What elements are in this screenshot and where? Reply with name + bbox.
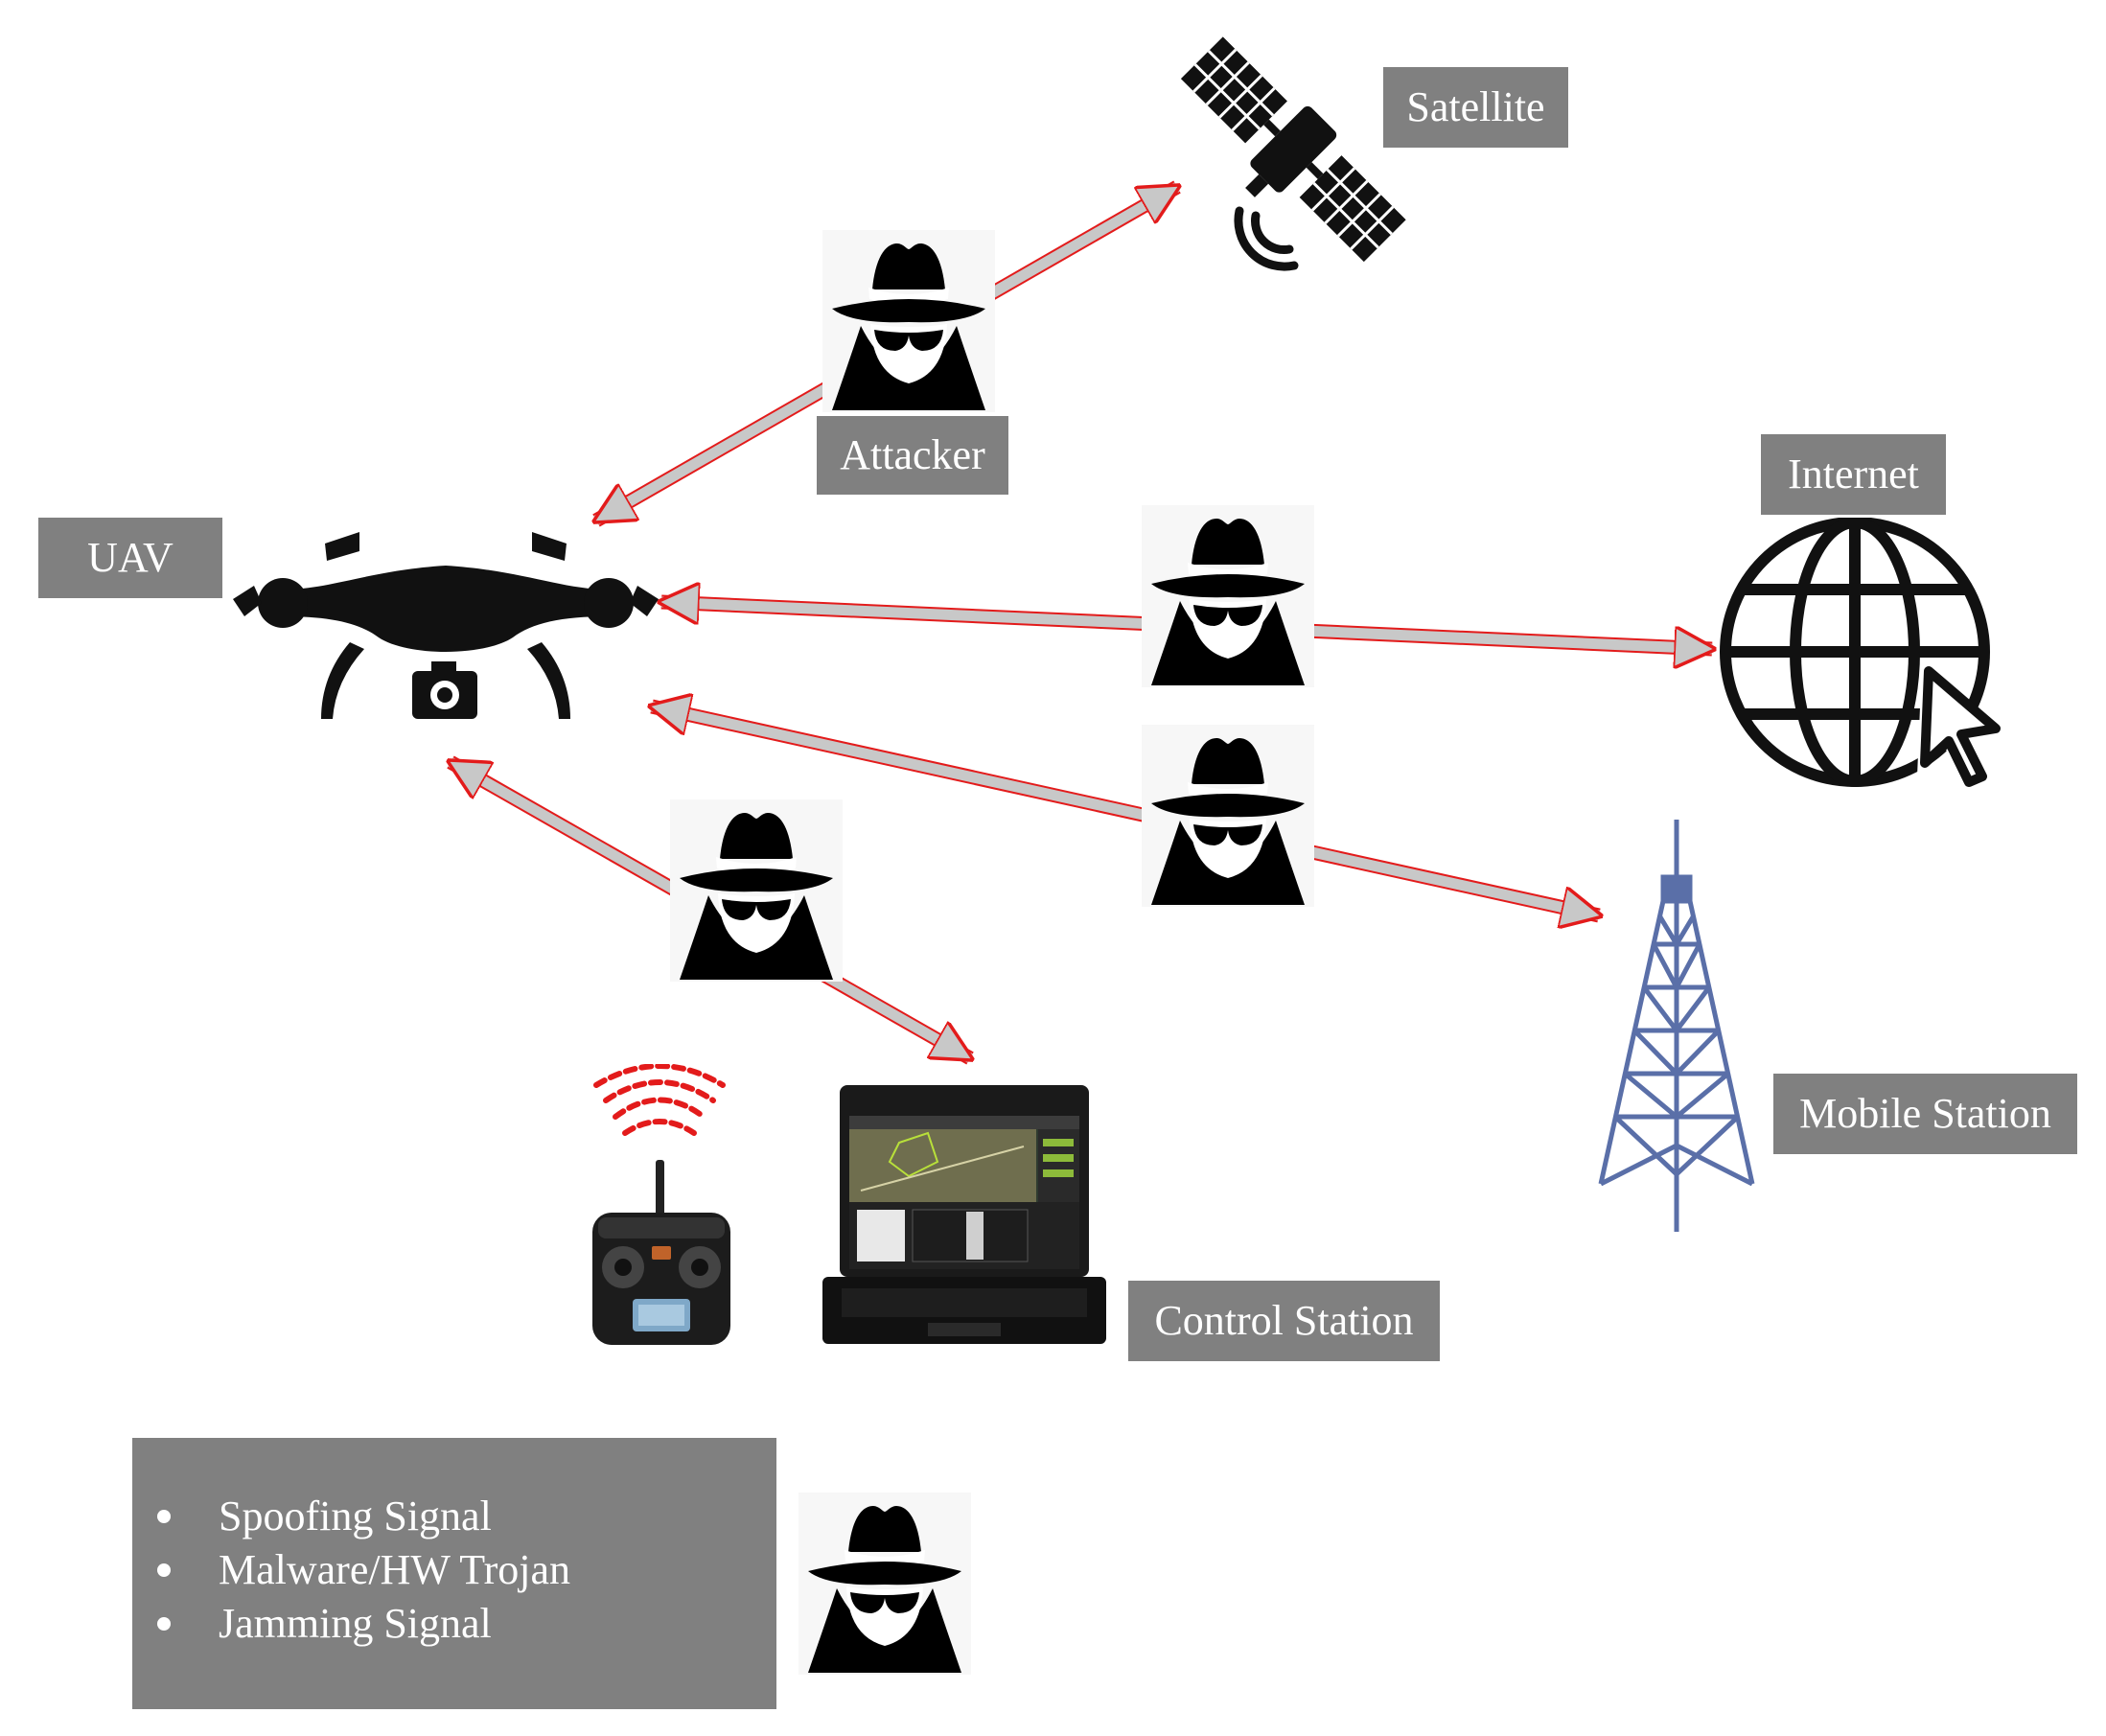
mobile-station-label: Mobile Station — [1773, 1074, 2077, 1154]
laptop-icon — [822, 1085, 1106, 1344]
attacker-icon-internet-link — [1141, 505, 1315, 687]
cell-tower-icon — [1598, 820, 1755, 1232]
attacker-icon-satellite-link — [822, 230, 996, 412]
satellite-label: Satellite — [1383, 67, 1568, 148]
attacker-icon-legend — [798, 1493, 972, 1675]
internet-label: Internet — [1761, 434, 1946, 515]
satellite-icon — [1180, 36, 1406, 271]
control-station-label: Control Station — [1128, 1281, 1440, 1361]
uav-drone-icon — [233, 532, 659, 719]
attacker-icon-mobile-link — [1141, 725, 1315, 907]
legend-item-malware: Malware/HW Trojan — [153, 1543, 570, 1597]
legend-item-jamming: Jamming Signal — [153, 1597, 570, 1651]
arrow-uav-mobile-station — [652, 706, 1599, 915]
globe-cursor-icon — [1720, 518, 2008, 794]
uav-label: UAV — [38, 518, 222, 598]
attacker-label: Attacker — [817, 416, 1008, 495]
legend-item-spoofing: Spoofing Signal — [153, 1490, 570, 1543]
attack-types-legend: Spoofing Signal Malware/HW Trojan Jammin… — [132, 1438, 776, 1709]
rc-controller-icon — [592, 1064, 730, 1345]
attacker-icon-control-link — [669, 799, 844, 982]
